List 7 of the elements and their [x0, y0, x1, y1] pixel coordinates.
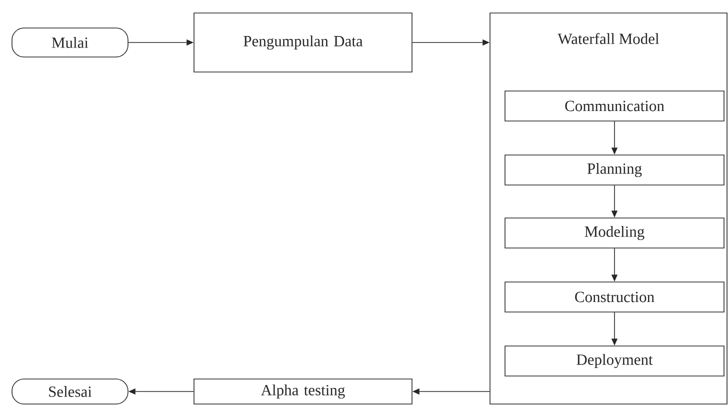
process-box: Pengumpulan Data [194, 12, 412, 72]
process-box: Construction [504, 282, 724, 312]
process-box: Modeling [504, 218, 724, 248]
process-box: Deployment [504, 346, 724, 376]
process-box: Planning [504, 154, 724, 186]
process-box: Communication [504, 90, 724, 122]
process-box: Alpha testing [194, 378, 412, 404]
